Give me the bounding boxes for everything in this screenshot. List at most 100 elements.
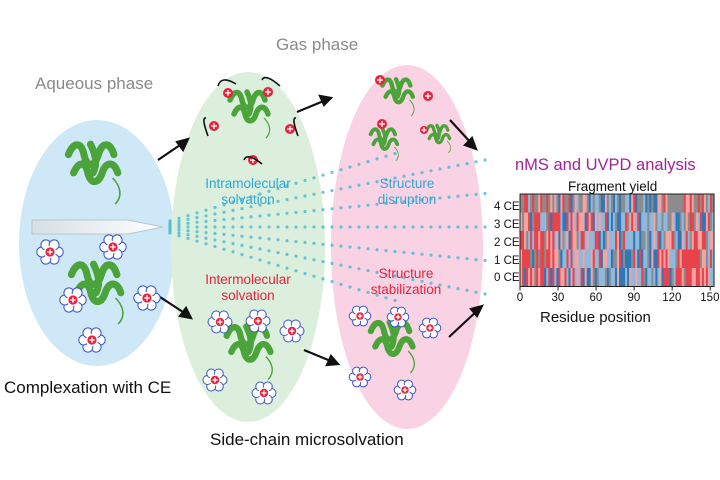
heatmap-cell — [623, 268, 626, 287]
spray-dot — [177, 222, 181, 226]
heatmap-cell — [665, 212, 669, 231]
heatmap-cell — [582, 212, 586, 231]
heatmap-cell — [558, 212, 562, 231]
heatmap-cell — [709, 268, 713, 287]
heatmap-cell — [610, 268, 614, 287]
heatmap-cell — [643, 231, 646, 250]
spray-dot — [456, 256, 460, 260]
heatmap-cell — [663, 212, 667, 231]
spray-dot — [276, 263, 280, 267]
spray-dot — [204, 242, 208, 246]
spray-dot — [231, 217, 235, 221]
spray-dot — [213, 212, 217, 216]
heatmap-cell — [602, 231, 606, 250]
heatmap-cell — [699, 249, 703, 268]
heatmap-cell — [562, 249, 566, 268]
spray-dot — [330, 261, 334, 265]
spray-dot — [330, 170, 334, 174]
chart-xlabel: Residue position — [540, 309, 651, 326]
heatmap-cell — [526, 249, 529, 268]
row-label: 3 CE — [494, 219, 520, 231]
charges — [45, 75, 434, 398]
heatmap-cell — [526, 212, 529, 231]
heatmap-cell — [645, 249, 648, 268]
heatmap-cell — [574, 249, 578, 268]
spray-dot — [366, 225, 370, 229]
spray-dot — [474, 225, 478, 229]
heatmap-cell — [689, 231, 693, 250]
heatmap-cell — [637, 194, 640, 213]
heatmap-cell — [584, 194, 588, 213]
heatmap-cell — [711, 249, 715, 268]
side-chain-label: Side-chain microsolvation — [210, 430, 404, 449]
spray-dot — [258, 258, 262, 262]
spray-dot — [438, 254, 442, 258]
spray-dot — [231, 200, 235, 204]
spray-dot — [375, 293, 379, 297]
heatmap-cell — [608, 212, 612, 231]
spray-dot — [240, 225, 244, 229]
heatmap-cell — [544, 231, 547, 250]
spray-dot — [285, 252, 289, 256]
heatmap-cell — [665, 268, 669, 287]
solvation-hop-arrow — [217, 79, 237, 87]
heatmap-cell — [544, 212, 547, 231]
heatmap-cell — [536, 194, 539, 213]
spray-dot — [240, 243, 244, 247]
heatmap-cell — [621, 231, 624, 250]
heatmap-cell — [566, 194, 570, 213]
spray-dot — [411, 278, 415, 282]
spray-dot — [366, 290, 370, 294]
heatmap-cell — [522, 249, 525, 268]
heatmap-cell — [558, 194, 562, 213]
spray-dot — [483, 258, 487, 263]
spray-dot — [294, 225, 298, 229]
spray-dot — [384, 178, 388, 182]
heatmap-cell — [687, 194, 691, 213]
spray-dot — [366, 160, 370, 164]
spray-dot — [186, 221, 190, 225]
heatmap-cell — [538, 194, 541, 213]
heatmap-cell — [673, 212, 677, 231]
spray-dot — [303, 209, 307, 214]
heatmap-cell — [520, 194, 523, 213]
spray-dot — [222, 210, 226, 214]
protein-ribbon — [64, 140, 122, 205]
heatmap-cell — [647, 268, 650, 287]
heatmap-cell — [625, 268, 628, 287]
heatmap-cell — [637, 231, 640, 250]
heatmap-cell — [524, 212, 527, 231]
spray-dot — [168, 231, 172, 235]
heatmap-cell — [653, 231, 656, 250]
heatmap-cell — [586, 212, 590, 231]
heatmap-cell — [604, 194, 608, 213]
spray-dot — [240, 216, 244, 220]
heatmap-cell — [701, 268, 705, 287]
heatmap-cell — [631, 268, 634, 287]
spray-dot — [357, 225, 361, 229]
positive-charge — [45, 247, 55, 257]
heatmap-cell — [600, 231, 604, 250]
heatmap-cell — [532, 249, 535, 268]
heatmap-cell — [641, 212, 644, 231]
spray-dot — [240, 253, 244, 257]
heatmap-cell — [532, 231, 535, 250]
spray-dot — [402, 174, 406, 178]
spray-dot — [240, 207, 244, 211]
spray-dot — [285, 239, 289, 243]
heatmap-cell — [625, 249, 628, 268]
heatmap-cell — [608, 268, 612, 287]
spray-dot — [456, 163, 460, 167]
spray-dot — [249, 255, 253, 259]
heatmap-cell — [566, 231, 570, 250]
spray-dot — [186, 236, 190, 240]
heatmap-cell — [675, 212, 679, 231]
spray-dot — [213, 244, 217, 249]
heatmap-cell — [600, 249, 604, 268]
heatmap-cell — [621, 268, 624, 287]
heatmap-cell — [522, 231, 525, 250]
spray-dot — [213, 231, 217, 236]
spray-dot — [312, 241, 316, 245]
heatmap-cell — [663, 194, 667, 213]
heatmap-cell — [574, 268, 578, 287]
